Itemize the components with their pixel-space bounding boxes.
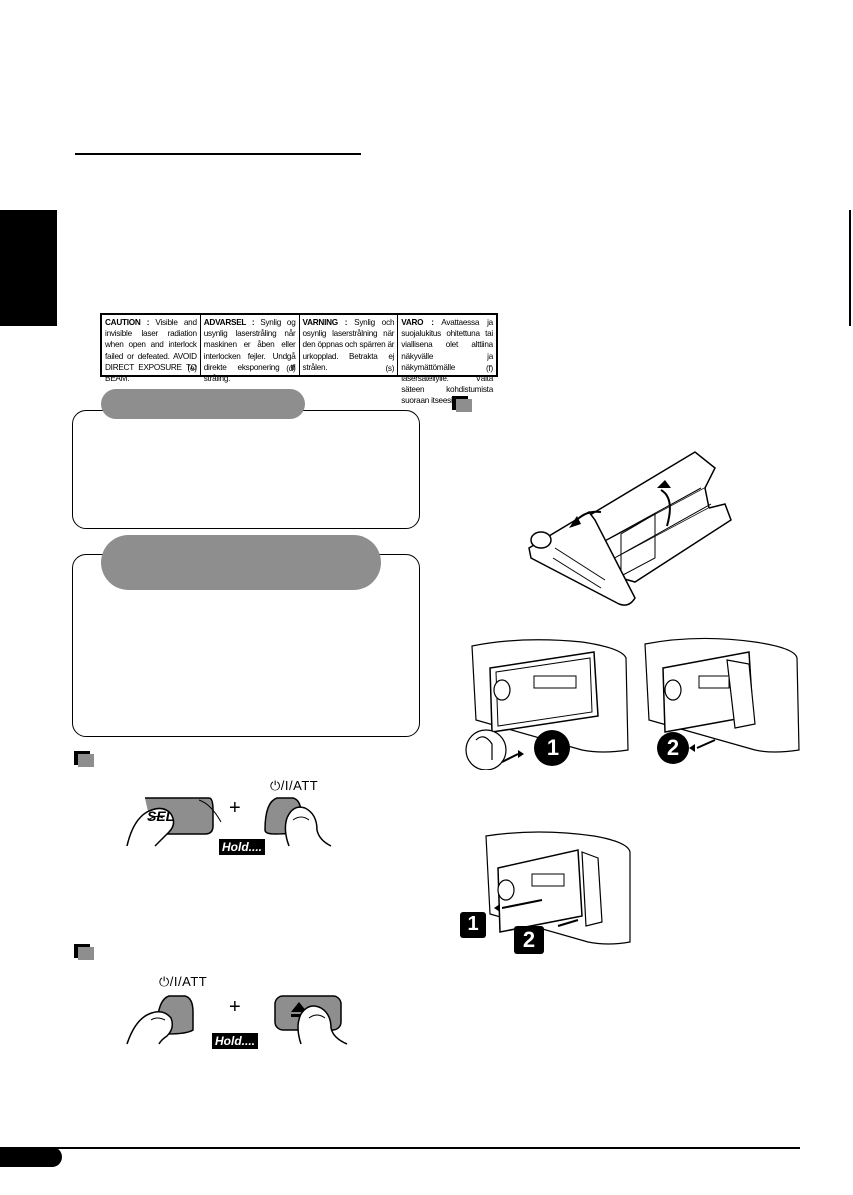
detach-panel-illustration-1 — [465, 639, 629, 770]
plus-sign: + — [229, 797, 241, 819]
caution-cell-finnish: VARO : Avattaessa ja suojalukitus ohitet… — [398, 315, 496, 405]
section-marker-2 — [74, 944, 94, 960]
step-2b-badge: 2 — [522, 927, 536, 952]
section-marker-1 — [74, 751, 94, 767]
power-att-label: ⏻/I/ATT — [270, 778, 319, 793]
attach-panel-illustration — [460, 831, 631, 954]
info-panel-1 — [72, 410, 420, 529]
caution-cell-english: CAUTION : Visible and invisible laser ra… — [102, 315, 201, 383]
hold-label: Hold.... — [212, 1033, 258, 1049]
panel-2-title-pill — [101, 535, 381, 590]
att-eject-button-illustration — [126, 995, 348, 1045]
language-side-tab — [0, 210, 57, 326]
caution-code: (d) — [286, 363, 296, 373]
plus-sign: + — [229, 996, 241, 1018]
step-1-badge: 1 — [546, 735, 560, 760]
caution-lead: VARNING : — [302, 318, 348, 327]
caution-text: Synlig och osynlig laserstrålning när de… — [302, 318, 395, 372]
caution-text: Avattaessa ja suojalukitus ohitettuna ta… — [401, 318, 493, 406]
step-1b-badge: 1 — [467, 913, 479, 935]
caution-text: Visible and invisible laser radiation wh… — [105, 318, 197, 384]
sel-label: SEL — [147, 808, 175, 824]
power-att-label: ⏻/I/ATT — [159, 974, 208, 989]
hold-label: Hold.... — [219, 839, 265, 855]
step-2-badge: 2 — [666, 735, 680, 760]
carrying-case-illustration — [528, 451, 732, 606]
caution-lead: CAUTION : — [105, 318, 150, 327]
right-edge-mark — [849, 210, 851, 326]
sel-button-illustration — [126, 797, 332, 847]
caution-code: (e) — [187, 363, 197, 373]
section-marker-3 — [452, 396, 472, 412]
caution-code: (f) — [486, 363, 493, 373]
heading-underline — [75, 153, 361, 155]
caution-lead: VARO : — [401, 318, 434, 327]
footer-rule — [0, 1147, 800, 1149]
laser-caution-label: CAUTION : Visible and invisible laser ra… — [100, 313, 498, 405]
caution-cell-danish: ADVARSEL : Synlig og usynlig laserstråli… — [201, 315, 300, 383]
panel-1-title-pill — [101, 389, 305, 419]
page-number-badge — [0, 1147, 62, 1167]
caution-lead: ADVARSEL : — [203, 318, 255, 327]
caution-cell-swedish: VARNING : Synlig och osynlig laserstråln… — [300, 315, 399, 375]
caution-code: (s) — [385, 363, 395, 373]
caution-text: Synlig og usynlig laserstråling når mask… — [203, 318, 296, 384]
detach-panel-illustration-2 — [644, 637, 800, 764]
